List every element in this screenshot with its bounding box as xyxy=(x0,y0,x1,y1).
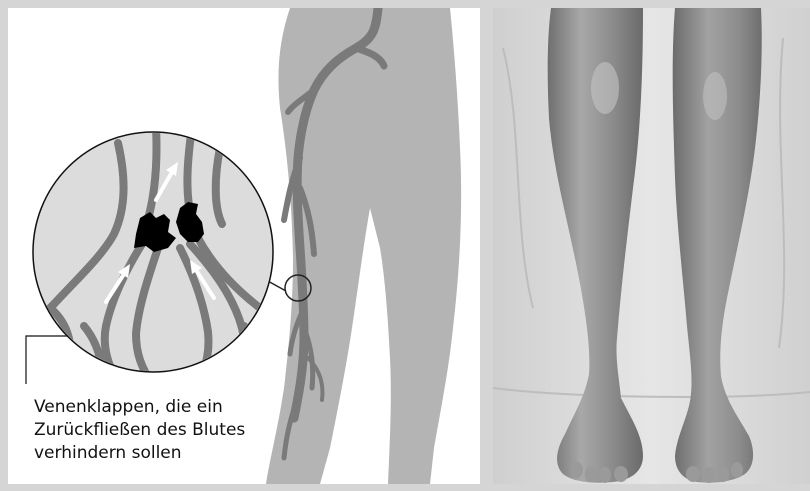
valve-zoom-view xyxy=(32,128,280,384)
vein-diagram-panel: Venenklappen, die ein Zurückfließen des … xyxy=(8,8,480,484)
caption-line: Zurückfließen des Blutes xyxy=(34,419,294,442)
caption-line: Venenklappen, die ein xyxy=(34,396,294,419)
caption-leader-line xyxy=(26,336,68,384)
legs-photo xyxy=(493,8,810,484)
valve-caption: Venenklappen, die ein Zurückfließen des … xyxy=(34,396,294,465)
caption-line: verhindern sollen xyxy=(34,442,294,465)
legs-photo-image xyxy=(493,8,810,484)
